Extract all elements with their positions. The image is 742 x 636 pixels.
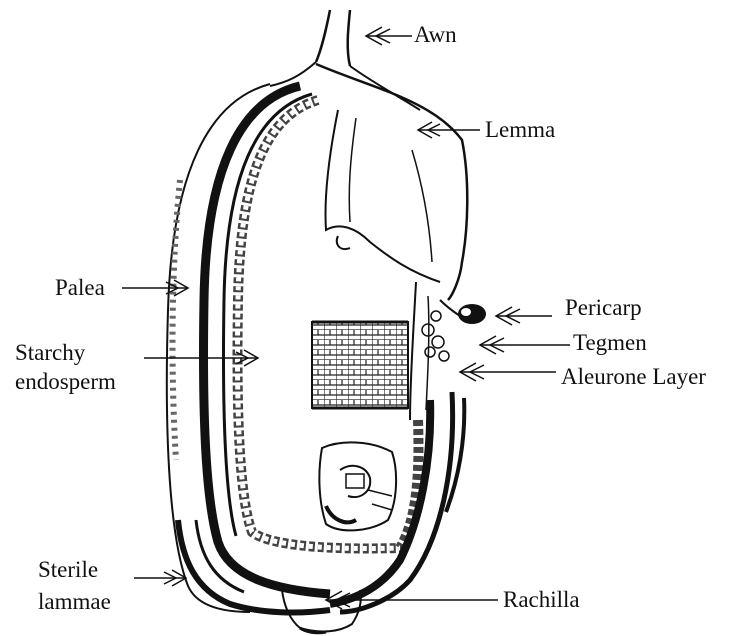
tegmen-arrow <box>480 336 570 354</box>
awn-label: Awn <box>414 22 457 48</box>
sterile-label-line2: lammae <box>38 589 111 615</box>
starchy-label-line2: endosperm <box>15 369 116 395</box>
sterile-arrow <box>134 570 186 586</box>
rachilla-arrow <box>326 591 498 609</box>
lemma-shape <box>316 64 467 300</box>
pericarp-arrow <box>496 307 552 325</box>
awn-arrow <box>366 27 412 45</box>
pericarp-knob <box>440 300 486 324</box>
cell-block <box>312 322 408 408</box>
rachilla-label: Rachilla <box>503 587 580 613</box>
pericarp-label: Pericarp <box>565 295 642 321</box>
embryo-shape <box>319 442 396 530</box>
starchy-label-line1: Starchy <box>15 340 85 366</box>
tegmen-cells <box>422 311 449 361</box>
notch-wall <box>410 282 429 420</box>
aleurone-arrow <box>460 363 556 381</box>
palea-label: Palea <box>55 275 105 301</box>
sterile-label-line1: Sterile <box>38 557 98 583</box>
palea-arrow <box>122 280 188 296</box>
aleurone-label: Aleurone Layer <box>561 364 706 390</box>
lemma-label: Lemma <box>485 117 555 143</box>
tegmen-label: Tegmen <box>573 330 647 356</box>
